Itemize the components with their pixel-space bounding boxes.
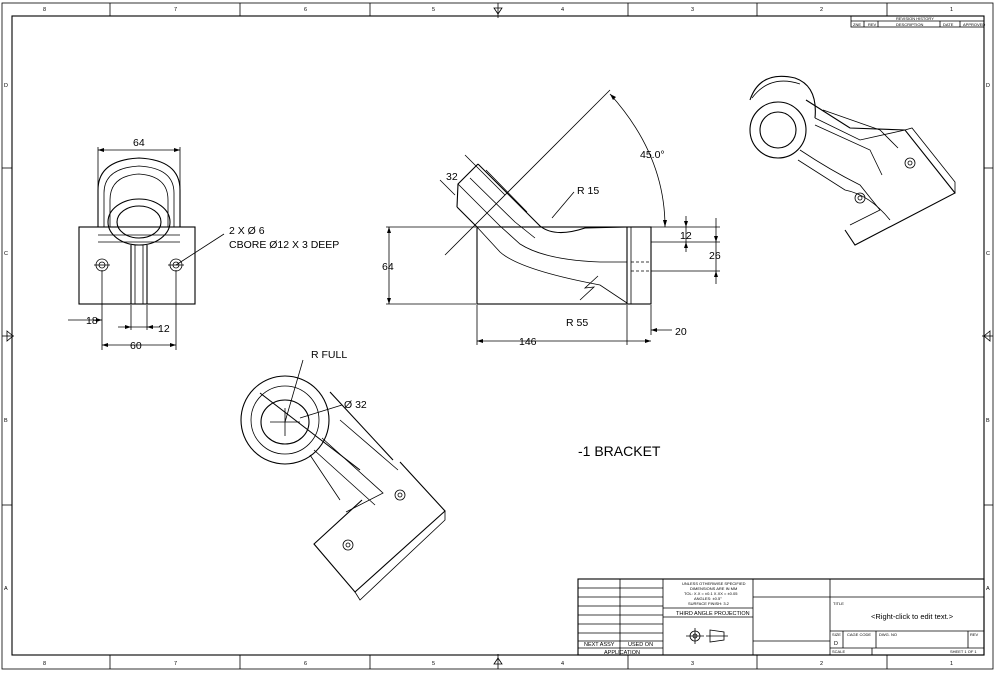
rev-hdr-date: DATE: [943, 22, 954, 27]
sheet-label: SHEET 1 OF 1: [950, 649, 977, 654]
dim-side-146: 146: [519, 336, 537, 348]
zone-top-6: 6: [304, 7, 307, 13]
cage-label: CAGE CODE: [847, 632, 871, 637]
note-cbore: CBORE Ø12 X 3 DEEP: [229, 239, 339, 251]
zone-bottom-8: 8: [43, 661, 46, 667]
size-label: SIZE: [832, 632, 841, 637]
front-view: 64 18 12 60 2 X Ø 6 CBORE Ø12 X 3 DEEP: [68, 137, 339, 352]
tol-line-2: DIMENSIONS ARE IN MM: [690, 586, 737, 591]
rev-hdr-rev: REV: [868, 22, 877, 27]
title-text[interactable]: <Right-click to edit text.>: [871, 612, 954, 621]
rev-hdr-desc: DESCRIPTION: [896, 22, 923, 27]
isometric-view-top: [749, 75, 956, 246]
dim-dia-32: Ø 32: [344, 399, 367, 411]
dim-r15: R 15: [577, 185, 599, 197]
next-assy-label: NEXT ASSY: [584, 642, 615, 648]
zone-top-7: 7: [174, 7, 177, 13]
dim-front-12: 12: [158, 323, 170, 335]
zone-top-4: 4: [561, 7, 564, 13]
dim-angle: 45.0°: [640, 149, 665, 161]
projection-label: THIRD ANGLE PROJECTION: [676, 611, 750, 617]
zone-labels: 8 7 6 5 4 3 2 1 8 7 6 5 4 3 2 1 D C B A …: [4, 7, 990, 667]
dim-boss-32: 32: [446, 171, 458, 183]
tol-line-5: SURFACE FINISH: 3.2: [688, 601, 730, 606]
application-label: APPLICATION: [604, 650, 640, 656]
zone-right-a: A: [986, 586, 990, 592]
dwg-label: DWG. NO: [879, 632, 897, 637]
zone-bottom-7: 7: [174, 661, 177, 667]
revision-block: REVISION HISTORY ZNE REV DESCRIPTION DAT…: [850, 15, 985, 28]
dim-side-26: 26: [709, 250, 721, 262]
dim-side-64: 64: [382, 261, 394, 273]
zone-top-3: 3: [691, 7, 694, 13]
note-hole-count: 2 X Ø 6: [229, 225, 265, 237]
dim-r-full: R FULL: [311, 349, 347, 361]
rev-hdr-approved: APPROVED: [963, 22, 985, 27]
rev-hdr-zone: ZNE: [853, 22, 861, 27]
side-view: 45.0° 32 R 15 64 12 26 R 55 146 2: [382, 89, 721, 348]
zone-top-5: 5: [432, 7, 435, 13]
zone-left-c: C: [4, 251, 8, 257]
dim-r55: R 55: [566, 317, 588, 329]
dim-side-12: 12: [680, 230, 692, 242]
zone-left-a: A: [4, 586, 8, 592]
tol-line-4: ANGLES: ±0.5°: [694, 596, 722, 601]
zone-top-1: 1: [950, 7, 953, 13]
dim-front-width: 64: [133, 137, 145, 149]
zone-bottom-5: 5: [432, 661, 435, 667]
title-block: NEXT ASSY USED ON APPLICATION UNLESS OTH…: [577, 578, 985, 656]
third-angle-projection-icon: [686, 628, 728, 644]
title-label: TITLE: [833, 601, 844, 606]
zone-right-d: D: [986, 83, 990, 89]
zone-bottom-2: 2: [820, 661, 823, 667]
dim-front-18: 18: [86, 315, 98, 327]
zone-left-b: B: [4, 418, 8, 424]
tol-line-1: UNLESS OTHERWISE SPECIFIED: [682, 581, 746, 586]
dim-side-20: 20: [675, 326, 687, 338]
zone-right-b: B: [986, 418, 990, 424]
top-view: R FULL Ø 32: [240, 349, 446, 601]
revision-title: REVISION HISTORY: [896, 16, 934, 21]
zone-bottom-3: 3: [691, 661, 694, 667]
zone-bottom-1: 1: [950, 661, 953, 667]
dim-front-60: 60: [130, 340, 142, 352]
size-value: D: [834, 641, 838, 647]
zone-bottom-6: 6: [304, 661, 307, 667]
used-on-label: USED ON: [628, 642, 653, 648]
zone-top-8: 8: [43, 7, 46, 13]
rev-label: REV: [970, 632, 979, 637]
scale-label: SCALE: [832, 649, 845, 654]
zone-right-c: C: [986, 251, 990, 257]
zone-bottom-4: 4: [561, 661, 564, 667]
centering-marks: [2, 3, 993, 669]
zone-left-d: D: [4, 83, 8, 89]
zone-top-2: 2: [820, 7, 823, 13]
part-label: -1 BRACKET: [578, 443, 661, 459]
tol-line-3: TOL: X.X = ±0.1 X.XX = ±0.05: [684, 591, 738, 596]
